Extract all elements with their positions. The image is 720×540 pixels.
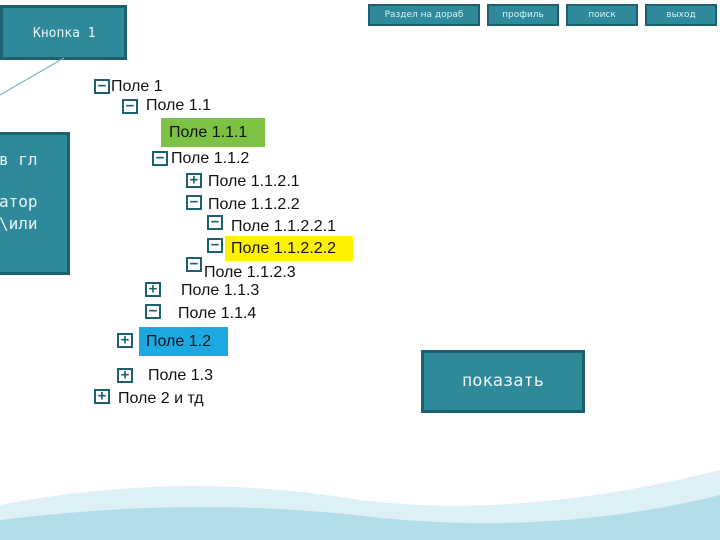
knopka-1-button[interactable]: Кнопка 1 bbox=[0, 5, 127, 60]
tree-node-1-1-2-2-2[interactable]: Поле 1.1.2.2.2 bbox=[231, 240, 336, 257]
nav-button-exit[interactable]: выход bbox=[645, 4, 717, 26]
nav-button-section[interactable]: Раздел на дораб bbox=[368, 4, 480, 26]
tree-node-1-1-2-3[interactable]: Поле 1.1.2.3 bbox=[204, 264, 296, 281]
toggle-collapse-icon[interactable]: − bbox=[207, 238, 223, 253]
toggle-collapse-icon[interactable]: − bbox=[94, 79, 110, 94]
tree-node-1-1-2-2[interactable]: Поле 1.1.2.2 bbox=[208, 196, 300, 213]
tree-node-1-1-1[interactable]: Поле 1.1.1 bbox=[169, 124, 248, 141]
highlight-green bbox=[161, 118, 265, 147]
toggle-collapse-icon[interactable]: − bbox=[186, 195, 202, 210]
left-panel-line: в гл bbox=[0, 150, 38, 169]
left-panel-line: \или bbox=[0, 214, 38, 233]
highlight-yellow bbox=[225, 236, 353, 261]
tree-node-1-3[interactable]: Поле 1.3 bbox=[148, 367, 213, 384]
tree-node-1-1-4[interactable]: Поле 1.1.4 bbox=[178, 305, 257, 322]
tree-node-1[interactable]: Поле 1 bbox=[111, 78, 163, 95]
tree-node-1-1-2-1[interactable]: Поле 1.1.2.1 bbox=[208, 173, 300, 190]
toggle-collapse-icon[interactable]: − bbox=[207, 215, 223, 230]
tree-node-2[interactable]: Поле 2 и тд bbox=[118, 390, 204, 407]
tree-node-1-1-2[interactable]: Поле 1.1.2 bbox=[171, 150, 250, 167]
toggle-collapse-icon[interactable]: − bbox=[122, 99, 138, 114]
toggle-collapse-icon[interactable]: − bbox=[145, 304, 161, 319]
toggle-expand-icon[interactable]: + bbox=[186, 173, 202, 188]
left-side-panel: в гл атор \или bbox=[0, 132, 70, 275]
nav-button-search[interactable]: поиск bbox=[566, 4, 638, 26]
toggle-collapse-icon[interactable]: − bbox=[152, 151, 168, 166]
tree-node-1-1-3[interactable]: Поле 1.1.3 bbox=[181, 282, 260, 299]
tree-node-1-2[interactable]: Поле 1.2 bbox=[146, 333, 211, 350]
tree-node-1-1[interactable]: Поле 1.1 bbox=[146, 97, 211, 114]
toggle-expand-icon[interactable]: + bbox=[117, 368, 133, 383]
tree-node-1-1-2-2-1[interactable]: Поле 1.1.2.2.1 bbox=[231, 218, 336, 235]
toggle-expand-icon[interactable]: + bbox=[145, 282, 161, 297]
show-button[interactable]: показать bbox=[421, 350, 585, 413]
left-panel-line: атор bbox=[0, 192, 38, 211]
toggle-expand-icon[interactable]: + bbox=[117, 333, 133, 348]
toggle-collapse-icon[interactable]: − bbox=[186, 257, 202, 272]
nav-button-profile[interactable]: профиль bbox=[487, 4, 559, 26]
highlight-blue bbox=[139, 327, 228, 356]
toggle-expand-icon[interactable]: + bbox=[94, 389, 110, 404]
